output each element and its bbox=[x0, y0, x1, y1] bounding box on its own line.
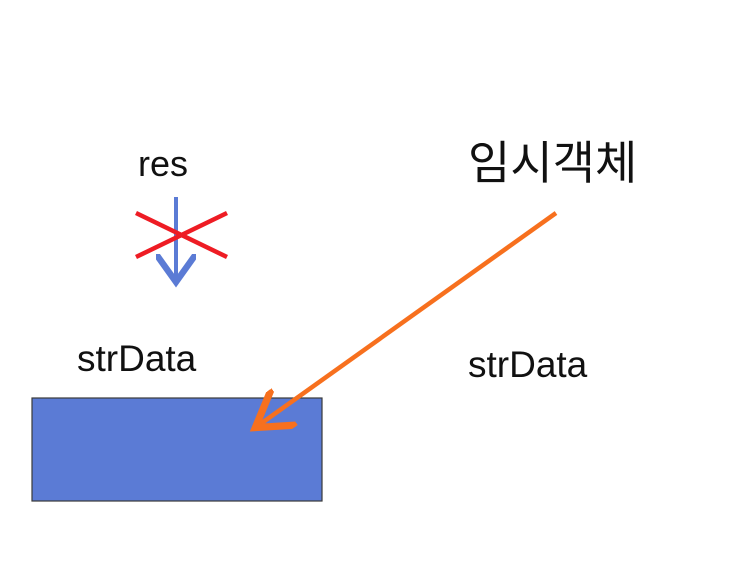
strdata-label-right: strData bbox=[468, 344, 588, 385]
res-label: res bbox=[138, 143, 189, 184]
temp-object-arrow bbox=[259, 211, 558, 425]
cross-mark-line-2 bbox=[135, 210, 228, 260]
temp-object-label: 임시객체 bbox=[468, 136, 638, 190]
strdata-label-left: strData bbox=[77, 338, 197, 379]
